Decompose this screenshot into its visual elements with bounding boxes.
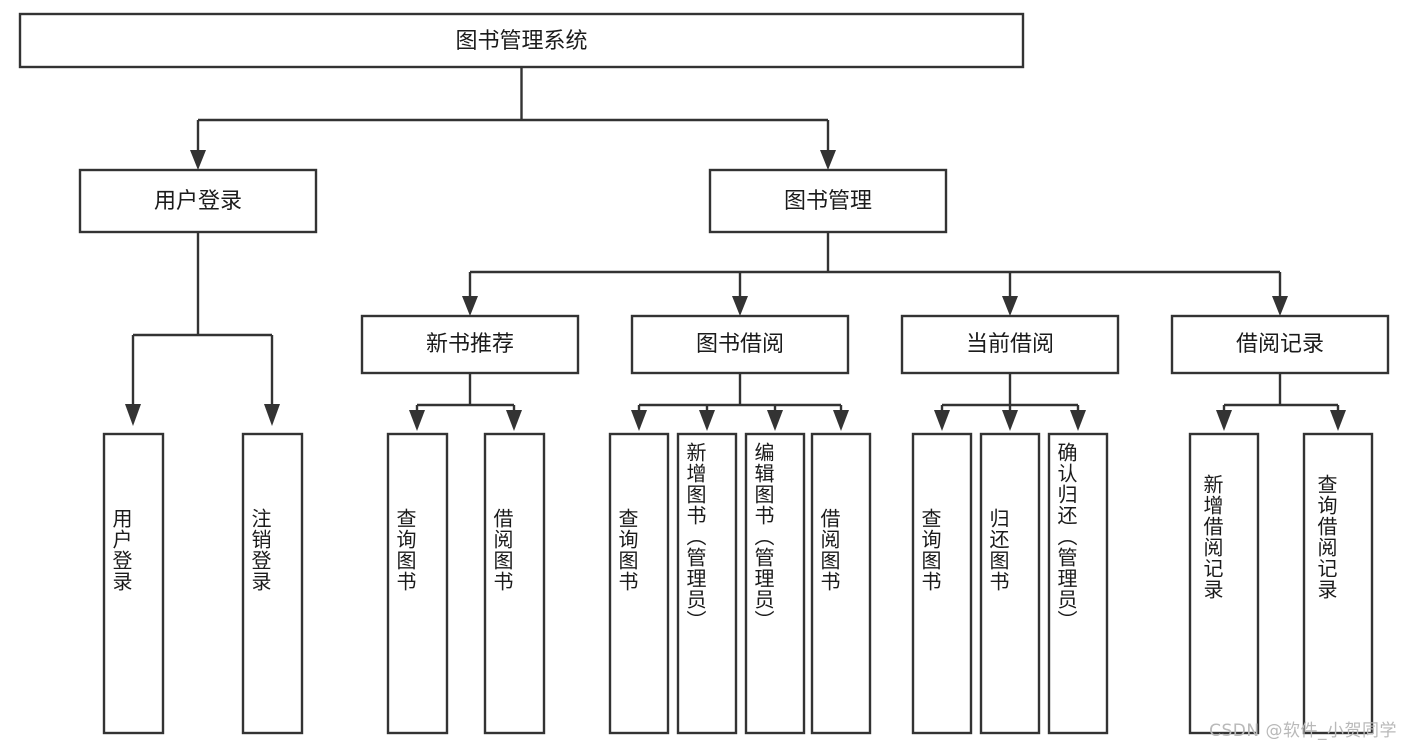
arrow-icon — [767, 410, 783, 431]
user-login-box[interactable] — [78, 168, 318, 234]
node-current-borrow[interactable]: 当前借阅 — [900, 314, 1120, 375]
leaf-box-add-book-admin[interactable] — [676, 432, 738, 735]
node-book-management[interactable]: 图书管理 — [708, 168, 948, 234]
arrow-icon — [934, 410, 950, 431]
arrow-icon — [820, 150, 836, 170]
arrow-icon — [409, 410, 425, 431]
arrow-icon — [1216, 410, 1232, 431]
node-root[interactable]: 图书管理系统 — [18, 12, 1025, 69]
arrow-icon — [462, 296, 478, 316]
leaf-box-add-borrow-record[interactable] — [1188, 432, 1260, 735]
watermark-text: CSDN @软件_小贺同学 — [1209, 721, 1397, 741]
current-borrow-box[interactable] — [900, 314, 1120, 375]
leaf-box-borrow-book-recommend[interactable] — [483, 432, 546, 735]
connector-borrow-record-to-leaves — [1216, 373, 1346, 431]
user-login-label: 用户登录 — [154, 189, 242, 214]
arrow-icon — [1272, 296, 1288, 316]
leaf-box-logout[interactable] — [241, 432, 304, 735]
connector-book-borrow-to-leaves — [631, 373, 849, 431]
node-user-login[interactable]: 用户登录 — [78, 168, 318, 234]
leaf-box-query-book-borrow[interactable] — [608, 432, 670, 735]
arrow-icon — [1002, 296, 1018, 316]
arrow-icon — [1002, 410, 1018, 431]
arrow-icon — [264, 404, 280, 426]
book-borrow-label: 图书借阅 — [696, 332, 784, 357]
leaf-box-confirm-return-admin[interactable] — [1047, 432, 1109, 735]
book-management-label: 图书管理 — [784, 189, 872, 214]
arrow-icon — [1330, 410, 1346, 431]
arrow-icon — [506, 410, 522, 431]
connector-current-borrow-to-leaves — [934, 373, 1086, 431]
connector-root-to-level2 — [190, 67, 836, 170]
connector-new-book-to-leaves — [409, 373, 522, 431]
connector-user-login-to-leaves — [125, 232, 280, 426]
arrow-icon — [732, 296, 748, 316]
leaf-box-query-book-recommend[interactable] — [386, 432, 449, 735]
borrow-record-label: 借阅记录 — [1236, 332, 1324, 357]
new-book-recommend-label: 新书推荐 — [426, 332, 514, 357]
new-book-recommend-box[interactable] — [360, 314, 580, 375]
leaf-box-query-borrow-record[interactable] — [1302, 432, 1374, 735]
node-new-book-recommend[interactable]: 新书推荐 — [360, 314, 580, 375]
node-book-borrow[interactable]: 图书借阅 — [630, 314, 850, 375]
current-borrow-label: 当前借阅 — [966, 332, 1054, 357]
root-box[interactable] — [18, 12, 1025, 69]
leaf-box-edit-book-admin[interactable] — [744, 432, 806, 735]
arrow-icon — [190, 150, 206, 170]
leaf-box-return-book[interactable] — [979, 432, 1041, 735]
leaf-box-borrow-book[interactable] — [810, 432, 872, 735]
arrow-icon — [631, 410, 647, 431]
root-label: 图书管理系统 — [455, 29, 587, 54]
connector-book-management-to-level3 — [462, 232, 1288, 316]
arrow-icon — [1070, 410, 1086, 431]
arrow-icon — [125, 404, 141, 426]
leaf-box-query-book-current[interactable] — [911, 432, 973, 735]
leaf-box-user-login[interactable] — [102, 432, 165, 735]
arrow-icon — [833, 410, 849, 431]
node-borrow-record[interactable]: 借阅记录 — [1170, 314, 1390, 375]
arrow-icon — [699, 410, 715, 431]
